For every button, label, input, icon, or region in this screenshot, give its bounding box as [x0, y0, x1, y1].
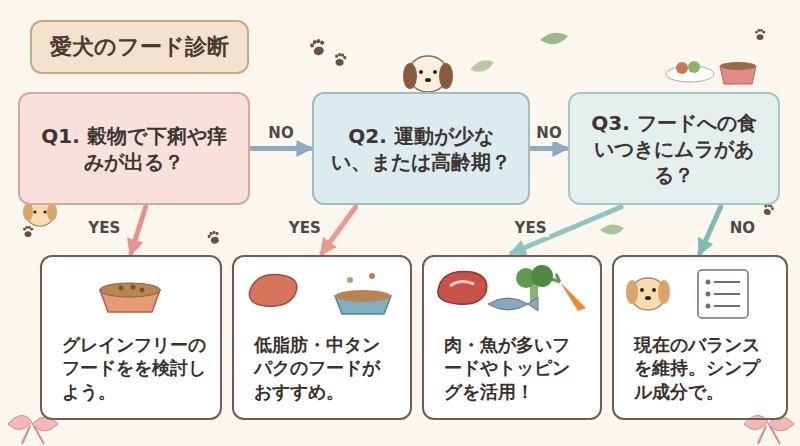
result-ground: [40, 255, 788, 420]
ribbon: [758, 426, 780, 444]
question-box: Q3. フードへの食いつきにムラがある？: [568, 92, 780, 205]
dog-illustration: [645, 296, 651, 300]
dog-illustration: [425, 78, 431, 82]
carrot-icon: [560, 282, 586, 311]
dog-illustration: [439, 63, 453, 89]
result-box: 肉・魚が多いフードやトッピングを活用！: [422, 255, 602, 420]
dog-illustration: [33, 210, 36, 213]
bowl-icon: [335, 290, 391, 302]
bowl-icon: [131, 285, 136, 290]
dog-illustration: [403, 63, 417, 89]
dog-illustration: [403, 56, 453, 92]
dog-illustration: [658, 280, 670, 304]
checklist-icon: [698, 270, 748, 318]
checklist-icon: [706, 292, 711, 297]
bowl-icon: [100, 283, 160, 297]
result-ground: [40, 255, 222, 420]
result-box: 現在のバランスを維持。シンプル成分で。: [612, 255, 788, 420]
result-text: 低脂肪・中タンパクのフードがおすすめ。: [254, 333, 396, 403]
edge-label: YES: [512, 219, 550, 237]
meat-icon: [438, 271, 487, 304]
checklist-icon: [698, 270, 748, 318]
leaf: [600, 224, 624, 234]
meat-icon: [438, 271, 487, 304]
fish-icon: [488, 297, 538, 311]
dog-illustration: [23, 203, 33, 221]
paw-print: [333, 52, 347, 66]
dog-illustration: [419, 70, 423, 74]
food-illustration: [676, 62, 688, 74]
leaf: [470, 60, 494, 72]
liver-icon: [249, 275, 297, 307]
dog-illustration: [47, 203, 57, 221]
flow-arrow: [532, 146, 566, 151]
ribbon: [22, 426, 44, 444]
result-box: 低脂肪・中タンパクのフードがおすすめ。: [232, 255, 412, 420]
fish-icon: [488, 297, 538, 311]
result-ground: [612, 255, 788, 420]
checklist-icon: [714, 305, 740, 307]
food-illustration: [666, 61, 756, 84]
question-text: Q1. 穀物で下痢や痒みが出る？: [36, 123, 232, 175]
broccoli-icon: [531, 265, 553, 287]
paw-print: [309, 38, 327, 57]
edge-label: NO: [265, 124, 296, 142]
diagram-title: 愛犬のフード診断: [30, 20, 249, 74]
edge-label: YES: [85, 219, 123, 237]
result-ground: [232, 255, 412, 420]
dog-illustration: [626, 278, 670, 310]
flow-arrow: [700, 207, 721, 253]
flow-arrow: [131, 207, 146, 253]
edge-label: YES: [286, 219, 324, 237]
food-illustration: [720, 62, 756, 70]
ribbon: [8, 415, 58, 431]
liver-icon: [249, 275, 297, 307]
flow-arrow: [252, 146, 310, 151]
dog-illustration: [640, 288, 644, 292]
food-illustration: [688, 61, 700, 73]
result-box: グレインフリーのフードをを検討しよう。: [40, 255, 222, 420]
flow-arrow: [322, 207, 356, 253]
dog-illustration: [626, 280, 638, 304]
dog-illustration: [23, 202, 57, 226]
result-ground: [422, 255, 602, 420]
carrot-icon: [552, 274, 560, 282]
flow-arrow: [512, 207, 621, 253]
result-text: 現在のバランスを維持。シンプル成分で。: [634, 333, 772, 403]
checklist-icon: [706, 304, 711, 309]
edge-label: NO: [533, 124, 564, 142]
checklist-icon: [706, 280, 711, 285]
question-box: Q1. 穀物で下痢や痒みが出る？: [18, 92, 250, 205]
bowl-icon: [100, 283, 160, 312]
paw-print: [206, 230, 221, 246]
bowl-icon: [347, 277, 353, 283]
paw-print: [755, 29, 765, 40]
bowl-icon: [335, 273, 391, 314]
checklist-icon: [714, 281, 740, 283]
meat-icon: [450, 281, 474, 286]
bowl-icon: [140, 288, 145, 293]
ribbon: [744, 415, 794, 431]
checklist-icon: [714, 293, 740, 295]
question-box: Q2. 運動が少ない、または高齢期？: [312, 92, 530, 205]
dog-illustration: [652, 288, 656, 292]
dog-illustration: [433, 70, 437, 74]
question-text: Q3. フードへの食いつきにムラがある？: [586, 110, 762, 188]
result-text: グレインフリーのフードをを検討しよう。: [62, 333, 206, 403]
question-text: Q2. 運動が少ない、または高齢期？: [330, 123, 512, 175]
carrot-icon: [552, 274, 586, 311]
dog-illustration: [43, 210, 46, 213]
leaf: [540, 33, 568, 44]
result-text: 肉・魚が多いフードやトッピングを活用！: [444, 333, 586, 403]
bowl-icon: [119, 286, 124, 291]
edge-label: NO: [727, 219, 758, 237]
paw-print: [23, 226, 33, 237]
bowl-icon: [369, 273, 375, 279]
